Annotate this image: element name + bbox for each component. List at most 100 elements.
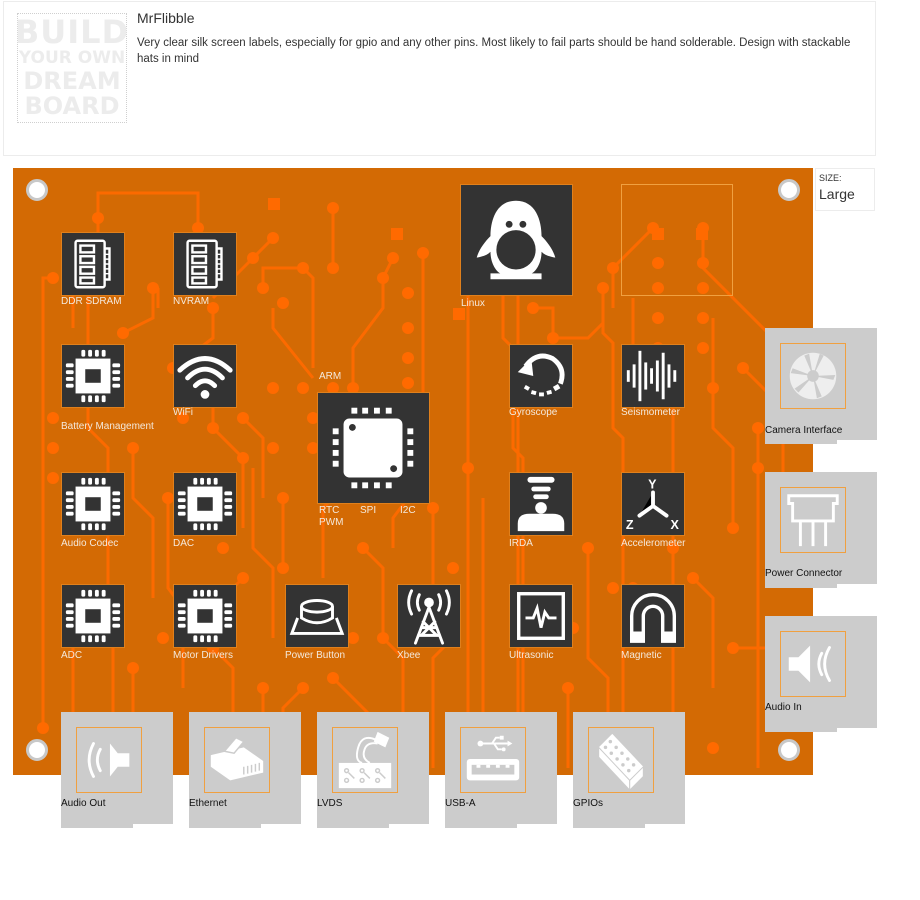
- connector-tab: [317, 824, 389, 828]
- component-label: Accelerometer: [621, 538, 686, 549]
- component-label: Audio Codec: [61, 538, 119, 549]
- component-dac[interactable]: [173, 472, 237, 536]
- component-xbee[interactable]: [397, 584, 461, 648]
- build-your-own-dream-board-logo: BUILD YOUR OWN DREAM BOARD: [14, 13, 130, 123]
- component-irda[interactable]: [509, 472, 573, 536]
- component-audio-codec[interactable]: [61, 472, 125, 536]
- interface-label-rtc: RTC: [319, 505, 340, 516]
- logo-line: DREAM: [23, 67, 121, 95]
- chip-icon: [177, 477, 233, 531]
- connector-tab: [573, 824, 645, 828]
- ethernet-icon: [210, 736, 264, 781]
- mounting-hole: [26, 739, 48, 761]
- chip-icon: [65, 477, 121, 531]
- lvds-cable-icon: [338, 731, 392, 789]
- waveform-icon: [626, 350, 677, 402]
- size-indicator: SIZE: Large: [815, 168, 875, 211]
- component-label: Seismometer: [621, 407, 680, 418]
- usb-icon: [466, 735, 520, 781]
- component-power-button[interactable]: [285, 584, 349, 648]
- interface-label-pwm: PWM: [319, 517, 344, 528]
- component-ddr-sdram[interactable]: [61, 232, 125, 296]
- chip-icon: [65, 589, 121, 643]
- pulse-monitor-icon: [517, 592, 565, 640]
- connector-usb-a[interactable]: USB-A: [445, 712, 557, 828]
- connector-label: Audio In: [765, 702, 802, 713]
- magnet-icon: [629, 592, 677, 643]
- component-adc[interactable]: [61, 584, 125, 648]
- component-label: DDR SDRAM: [61, 296, 122, 307]
- board-info-card: BUILD YOUR OWN DREAM BOARD MrFlibble Ver…: [3, 1, 876, 156]
- component-label: Magnetic: [621, 650, 662, 661]
- empty-component-slot[interactable]: [621, 184, 733, 296]
- svg-text:Z: Z: [626, 518, 634, 532]
- mounting-hole: [778, 179, 800, 201]
- component-label: WiFi: [173, 407, 193, 418]
- component-label: Ultrasonic: [509, 650, 554, 661]
- mounting-hole: [778, 739, 800, 761]
- interface-label-spi: SPI: [360, 505, 377, 516]
- connector-audio-out[interactable]: Audio Out: [61, 712, 173, 828]
- camera-aperture-icon: [789, 352, 837, 400]
- component-ultrasonic[interactable]: [509, 584, 573, 648]
- size-label: SIZE:: [819, 173, 842, 183]
- component-accelerometer[interactable]: Y Z X: [621, 472, 685, 536]
- antenna-tower-icon: [407, 589, 451, 645]
- processor-label: ARM: [319, 371, 342, 382]
- speaker-out-icon: [87, 742, 130, 778]
- author-name: MrFlibble: [137, 10, 195, 26]
- gpio-header-icon: [598, 733, 644, 792]
- svg-text:X: X: [670, 518, 679, 532]
- component-label: Power Button: [285, 650, 346, 661]
- connector-tab: [765, 728, 837, 732]
- connector-tab: [765, 440, 837, 444]
- component-arm-processor[interactable]: [317, 392, 430, 504]
- power-connector-icon: [787, 494, 839, 547]
- component-magnetic[interactable]: [621, 584, 685, 648]
- connector-icon-frame: [588, 727, 654, 793]
- chip-icon: [177, 589, 233, 643]
- speaker-in-icon: [788, 645, 831, 683]
- component-motor-drivers[interactable]: [173, 584, 237, 648]
- interface-label-i2c: I2C: [400, 505, 416, 516]
- component-label: DAC: [173, 538, 195, 549]
- component-seismometer[interactable]: [621, 344, 685, 408]
- connector-lvds[interactable]: LVDS: [317, 712, 429, 828]
- mounting-hole: [26, 179, 48, 201]
- connector-power-connector[interactable]: Power Connector: [765, 472, 877, 588]
- component-label: Battery Management: [61, 421, 154, 432]
- connector-tab: [765, 584, 837, 588]
- component-battery-management[interactable]: [61, 344, 125, 408]
- connector-audio-in[interactable]: Audio In: [765, 616, 877, 732]
- component-linux[interactable]: [460, 184, 573, 296]
- connector-label: Power Connector: [765, 568, 843, 579]
- power-button-icon: [289, 599, 345, 635]
- component-wifi[interactable]: [173, 344, 237, 408]
- wifi-icon: [177, 356, 233, 399]
- logo-line: YOUR OWN: [18, 48, 126, 68]
- connector-label: LVDS: [317, 798, 343, 809]
- connector-tab: [445, 824, 517, 828]
- component-nvram[interactable]: [173, 232, 237, 296]
- connector-label: GPIOs: [573, 798, 604, 809]
- connector-gpios[interactable]: GPIOs: [573, 712, 685, 828]
- os-label: Linux: [461, 298, 485, 309]
- component-gyroscope[interactable]: [509, 344, 573, 408]
- component-label: NVRAM: [173, 296, 210, 307]
- processor-icon: [332, 407, 414, 489]
- logo-line: BOARD: [24, 92, 120, 120]
- connector-icon-frame: [204, 727, 270, 793]
- connector-camera-interface[interactable]: Camera Interface: [765, 328, 877, 444]
- connector-icon-frame: [76, 727, 142, 793]
- logo-line: BUILD: [14, 13, 130, 51]
- connector-label: Camera Interface: [765, 425, 843, 436]
- memory-icon: [186, 239, 223, 289]
- connector-label: USB-A: [445, 798, 476, 809]
- connector-icon-frame: [780, 343, 846, 409]
- xyz-axes-icon: Y Z X: [626, 478, 680, 533]
- connector-ethernet[interactable]: Ethernet: [189, 712, 301, 828]
- connector-label: Audio Out: [61, 798, 106, 809]
- connector-icon-frame: [780, 631, 846, 697]
- size-value: Large: [819, 186, 855, 202]
- board-description: Very clear silk screen labels, especiall…: [137, 37, 851, 65]
